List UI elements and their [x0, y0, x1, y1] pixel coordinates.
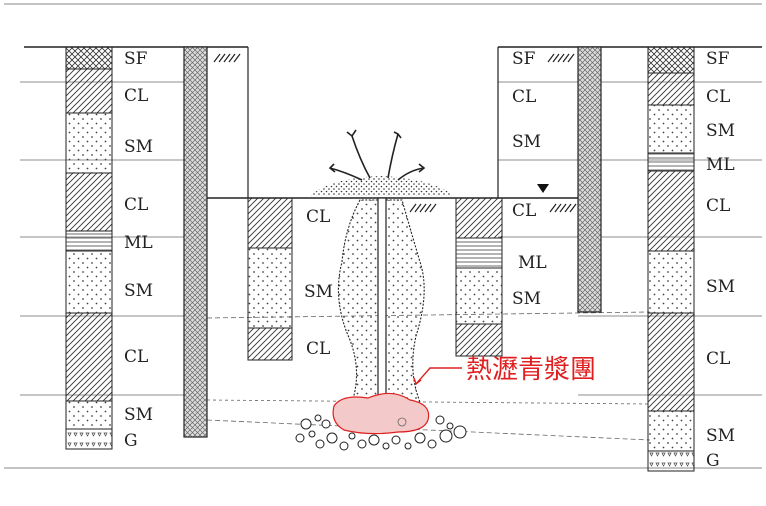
grout-callout: 熱瀝青漿團 [413, 355, 596, 386]
grout-mass [332, 392, 430, 435]
excavation-right-label: SM [512, 132, 541, 152]
excavation-left-wall-log [247, 197, 293, 361]
diaphragm-walls [183, 46, 602, 438]
right-log-label: SM [706, 426, 735, 446]
excavation-left-label: CL [306, 339, 330, 359]
left-diaphragm-wall [183, 46, 208, 438]
left-log-labels: SF CL SM CL ML SM CL SM G [124, 49, 153, 451]
excavation-labels: CL SM CL SF CL SM CL ML SM [304, 49, 547, 359]
left-log-label: CL [124, 195, 148, 215]
left-log-label: SF [124, 49, 148, 69]
injection-pipe [377, 197, 387, 409]
frame [4, 3, 762, 469]
excavation-right-label: CL [512, 201, 536, 221]
right-log-label: ML [706, 155, 735, 175]
right-log-label: CL [706, 349, 730, 369]
left-log-label: SM [124, 281, 153, 301]
groundwater-level-marker [537, 184, 549, 193]
right-log-labels: SF CL SM ML CL SM CL SM G [706, 49, 735, 471]
excavation-right-label: ML [518, 253, 547, 273]
excavation-right-wall-log [455, 197, 503, 357]
right-log-label: CL [706, 196, 730, 216]
cobbles [295, 414, 467, 451]
excavation-left-label: CL [306, 207, 330, 227]
right-log-label: G [706, 451, 720, 471]
right-log-label: SM [706, 121, 735, 141]
outflow-arrows [328, 129, 426, 181]
left-log-label: CL [124, 347, 148, 367]
grout-label: 熱瀝青漿團 [466, 355, 596, 385]
excavation-right-label: CL [512, 87, 536, 107]
left-log-label: CL [124, 86, 148, 106]
right-log-label: SF [706, 49, 730, 69]
left-log-label: ML [124, 233, 153, 253]
surface-hatch [213, 53, 577, 213]
excavation-right-label: SF [512, 49, 536, 69]
left-log-label: SM [124, 137, 153, 157]
left-log-label: SM [124, 405, 153, 425]
sand-boil-mound [310, 176, 455, 196]
right-diaphragm-wall [577, 46, 602, 313]
left-log-label: G [124, 431, 138, 451]
left-borehole-log [65, 46, 113, 450]
right-log-label: SM [706, 277, 735, 297]
right-borehole-log [647, 46, 695, 472]
excavation-right-label: SM [512, 289, 541, 309]
excavation-left-label: SM [304, 282, 333, 302]
leakage-plume [310, 176, 455, 409]
right-log-label: CL [706, 87, 730, 107]
